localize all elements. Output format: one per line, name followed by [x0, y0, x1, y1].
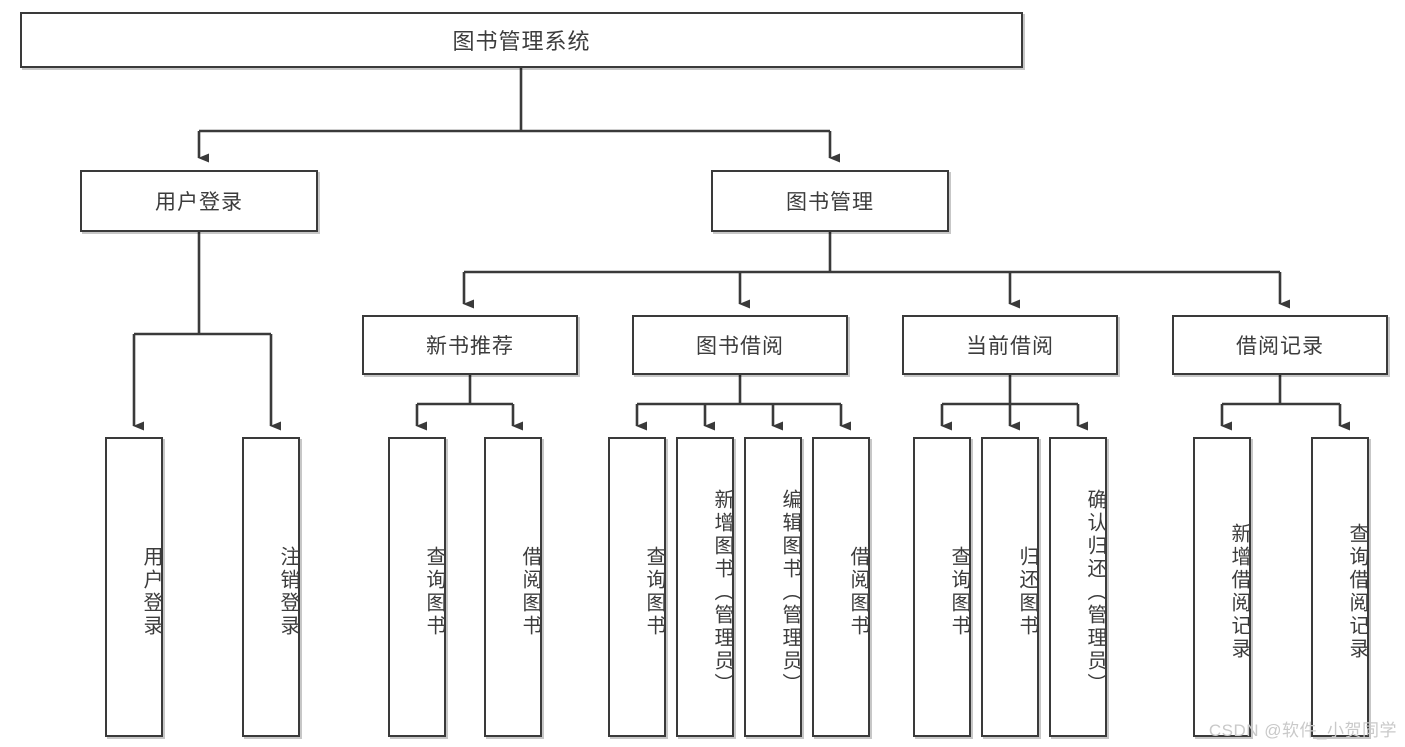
node-user-login[interactable]: 用户登录 — [80, 170, 318, 232]
leaf-new-book-borrow-book[interactable]: 借阅图书 — [484, 437, 542, 737]
leaf-borrow-record-query-record[interactable]: 查询借阅记录 — [1311, 437, 1369, 737]
csdn-watermark: CSDN @软件_小贺同学 — [1208, 721, 1397, 740]
leaf-user-login-login[interactable]: 用户登录 — [105, 437, 163, 737]
leaf-current-borrow-confirm-return-admin[interactable]: 确认归还（管理员） — [1049, 437, 1107, 737]
node-book-management[interactable]: 图书管理 — [711, 170, 949, 232]
leaf-user-login-logout[interactable]: 注销登录 — [242, 437, 300, 737]
node-new-book-recommend[interactable]: 新书推荐 — [362, 315, 578, 375]
leaf-book-borrow-edit-book-admin[interactable]: 编辑图书（管理员） — [744, 437, 802, 737]
node-book-borrow[interactable]: 图书借阅 — [632, 315, 848, 375]
node-current-borrow[interactable]: 当前借阅 — [902, 315, 1118, 375]
leaf-borrow-record-add-record[interactable]: 新增借阅记录 — [1193, 437, 1251, 737]
leaf-current-borrow-return-book[interactable]: 归还图书 — [981, 437, 1039, 737]
leaf-book-borrow-borrow-book[interactable]: 借阅图书 — [812, 437, 870, 737]
leaf-book-borrow-add-book-admin[interactable]: 新增图书（管理员） — [676, 437, 734, 737]
leaf-new-book-query-book[interactable]: 查询图书 — [388, 437, 446, 737]
leaf-book-borrow-query-book[interactable]: 查询图书 — [608, 437, 666, 737]
node-borrow-record[interactable]: 借阅记录 — [1172, 315, 1388, 375]
node-root-book-management-system[interactable]: 图书管理系统 — [20, 12, 1023, 68]
leaf-current-borrow-query-book[interactable]: 查询图书 — [913, 437, 971, 737]
